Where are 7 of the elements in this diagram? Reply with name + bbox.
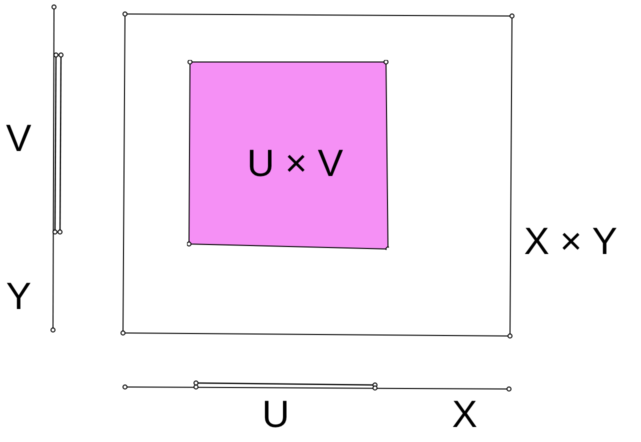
- axis-label: X: [452, 396, 478, 434]
- inner-square: [187, 60, 389, 250]
- axis-label: V: [6, 120, 32, 158]
- axis-label: Y: [6, 278, 32, 316]
- set-label: X × Y: [524, 223, 618, 261]
- axis-label: U: [262, 396, 290, 434]
- set-label: U × V: [247, 145, 344, 183]
